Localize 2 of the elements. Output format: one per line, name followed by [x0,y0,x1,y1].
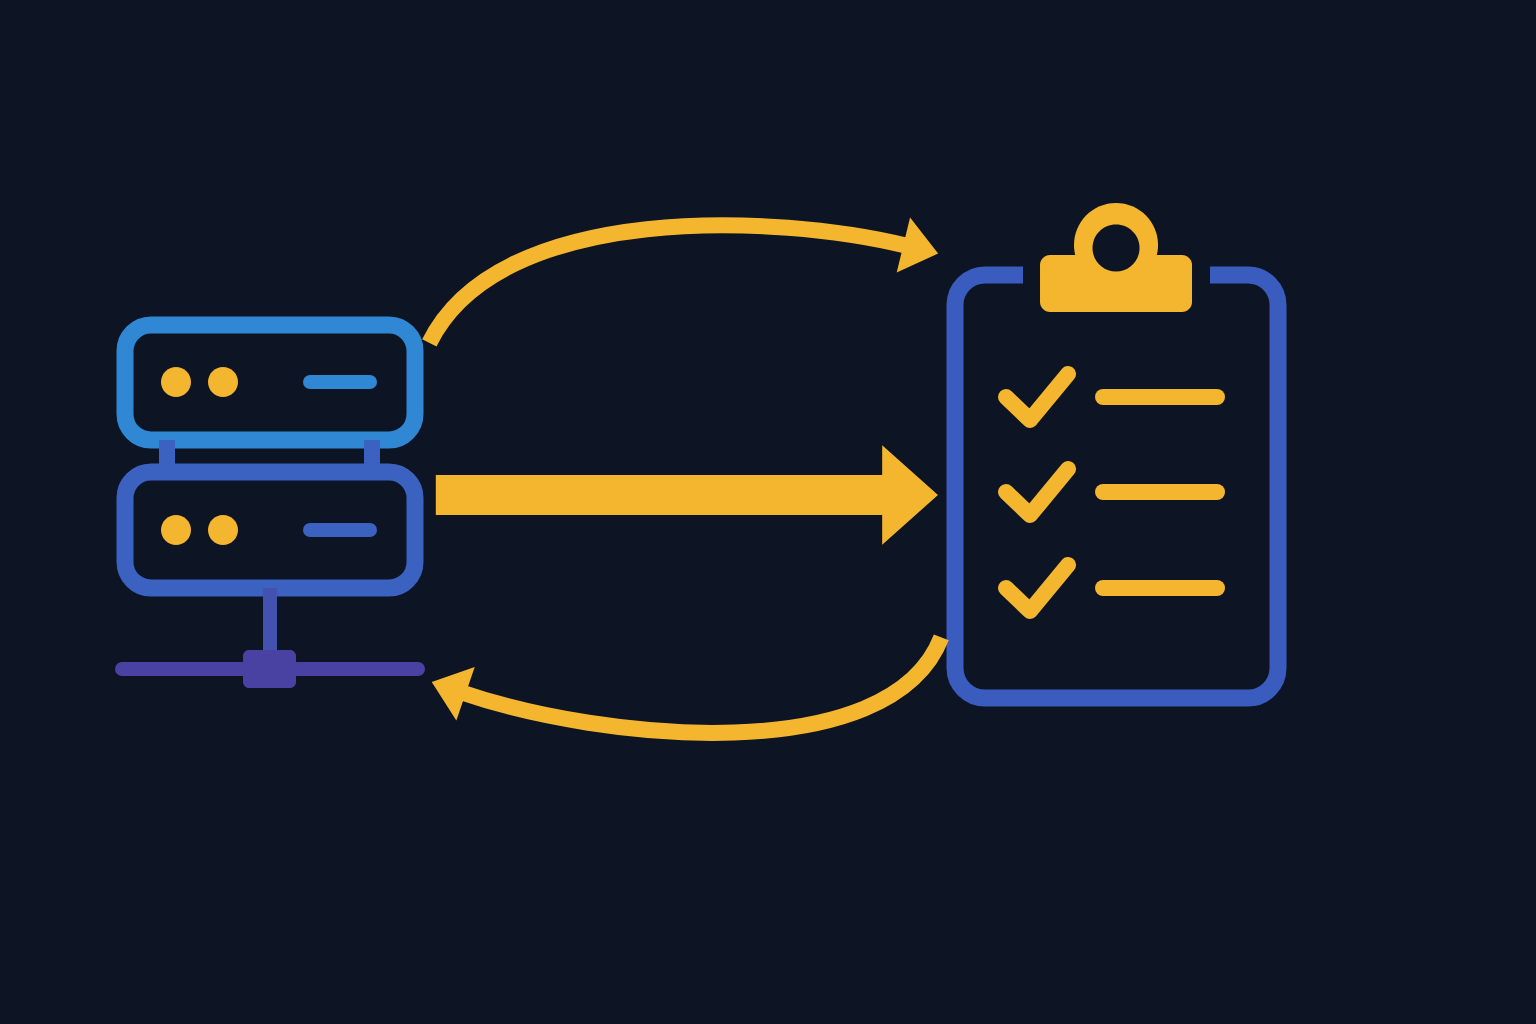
clipboard-icon [946,203,1287,707]
server-icon [115,316,425,688]
